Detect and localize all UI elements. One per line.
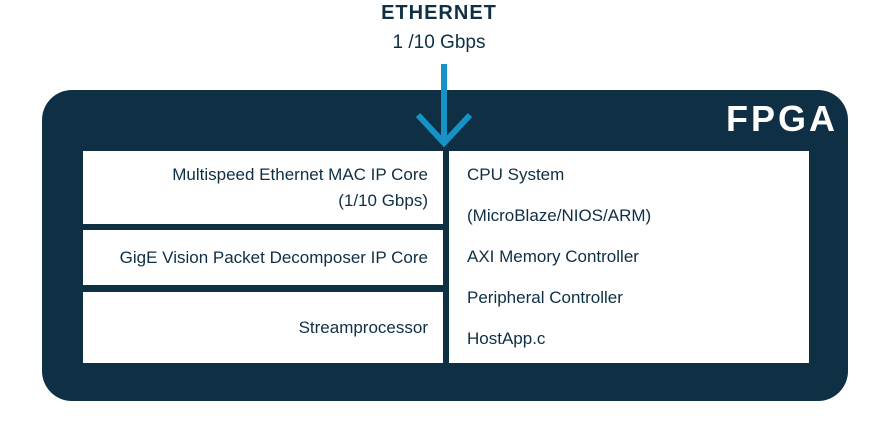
hostapp-item: HostApp.c [467,329,546,348]
cpu-system-item: CPU System [467,165,565,184]
streamprocessor-label: Streamprocessor [298,317,428,337]
ethernet-title: ETHERNET [381,2,497,24]
peripheral-controller-item: Peripheral Controller [467,288,623,307]
streamprocessor-box: Streamprocessor [83,292,443,363]
mac-ip-core-line-2: (1/10 Gbps) [338,190,428,210]
axi-memory-controller-item: AXI Memory Controller [467,247,639,266]
fpga-label: FPGA [725,98,838,139]
mac-ip-core-box: Multispeed Ethernet MAC IP Core (1/10 Gb… [83,151,443,224]
packet-decomposer-box: GigE Vision Packet Decomposer IP Core [83,230,443,285]
cpu-type-item: (MicroBlaze/NIOS/ARM) [467,206,652,225]
ethernet-arrow-head [415,112,473,148]
packet-decomposer-label: GigE Vision Packet Decomposer IP Core [119,247,428,267]
cpu-system-box: CPU System (MicroBlaze/NIOS/ARM) AXI Mem… [449,151,809,363]
mac-ip-core-line-1: Multispeed Ethernet MAC IP Core [172,164,428,184]
ethernet-speed: 1 /10 Gbps [392,32,486,53]
